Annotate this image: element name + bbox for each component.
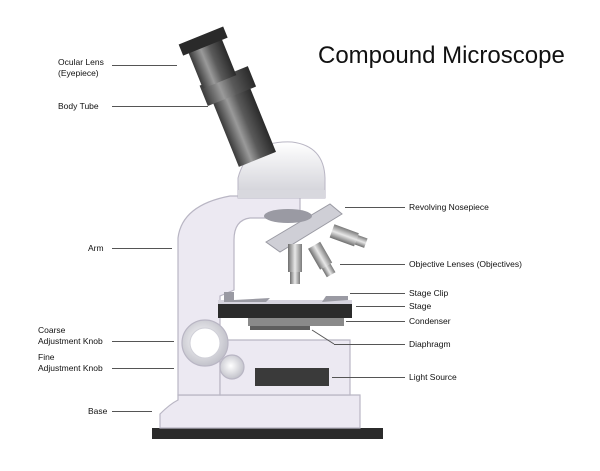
leader-light-source bbox=[332, 377, 405, 378]
leader-ocular-lens bbox=[112, 65, 177, 66]
stage-clip-right bbox=[322, 296, 348, 302]
leader-objective-lenses bbox=[340, 264, 405, 265]
leader-stage-clip bbox=[350, 293, 405, 294]
label-body-tube: Body Tube bbox=[58, 101, 99, 111]
leader-diaphragm bbox=[334, 344, 405, 345]
leader-revolving-nosepiece bbox=[345, 207, 405, 208]
label-stage: Stage bbox=[409, 301, 432, 311]
leader-arm bbox=[112, 248, 172, 249]
label-base: Base bbox=[88, 406, 108, 416]
label-light-source: Light Source bbox=[409, 372, 457, 382]
objective-1 bbox=[288, 244, 302, 284]
stage-plate bbox=[218, 304, 352, 318]
label-condenser: Condenser bbox=[409, 316, 451, 326]
label-coarse-line1: Coarse bbox=[38, 325, 66, 335]
base-foot bbox=[152, 428, 383, 439]
leader-diaphragm-diag bbox=[311, 329, 335, 345]
body-tube bbox=[178, 26, 276, 167]
label-ocular-lens-line2: (Eyepiece) bbox=[58, 68, 99, 78]
objective-3 bbox=[329, 224, 368, 248]
leader-coarse-knob bbox=[112, 341, 174, 342]
light-source-block bbox=[255, 368, 329, 386]
diagram-title: Compound Microscope bbox=[318, 42, 565, 69]
label-objective-lenses: Objective Lenses (Objectives) bbox=[409, 259, 522, 269]
head-ring bbox=[238, 190, 325, 198]
label-ocular-lens-line1: Ocular Lens bbox=[58, 57, 104, 67]
nosepiece-top bbox=[264, 209, 312, 223]
objective-2 bbox=[308, 241, 336, 278]
leader-condenser bbox=[346, 321, 405, 322]
fine-knob bbox=[219, 354, 245, 380]
leader-body-tube bbox=[112, 106, 208, 107]
label-coarse-knob: Coarse Adjustment Knob bbox=[38, 325, 103, 347]
label-diaphragm: Diaphragm bbox=[409, 339, 451, 349]
label-stage-clip: Stage Clip bbox=[409, 288, 449, 298]
label-revolving-nosepiece: Revolving Nosepiece bbox=[409, 202, 489, 212]
label-fine-knob: Fine Adjustment Knob bbox=[38, 352, 103, 374]
leader-fine-knob bbox=[112, 368, 174, 369]
stage-clip-left bbox=[224, 292, 270, 302]
condenser-block bbox=[248, 318, 344, 326]
leader-stage bbox=[356, 306, 405, 307]
label-coarse-line2: Adjustment Knob bbox=[38, 336, 103, 346]
base-body bbox=[159, 394, 361, 429]
label-arm: Arm bbox=[88, 243, 104, 253]
label-fine-line2: Adjustment Knob bbox=[38, 363, 103, 373]
diaphragm-block bbox=[250, 326, 310, 330]
label-fine-line1: Fine bbox=[38, 352, 55, 362]
stage-top-edge bbox=[218, 300, 352, 304]
coarse-knob-inner bbox=[189, 327, 221, 359]
leader-base bbox=[112, 411, 152, 412]
label-ocular-lens: Ocular Lens (Eyepiece) bbox=[58, 57, 104, 79]
